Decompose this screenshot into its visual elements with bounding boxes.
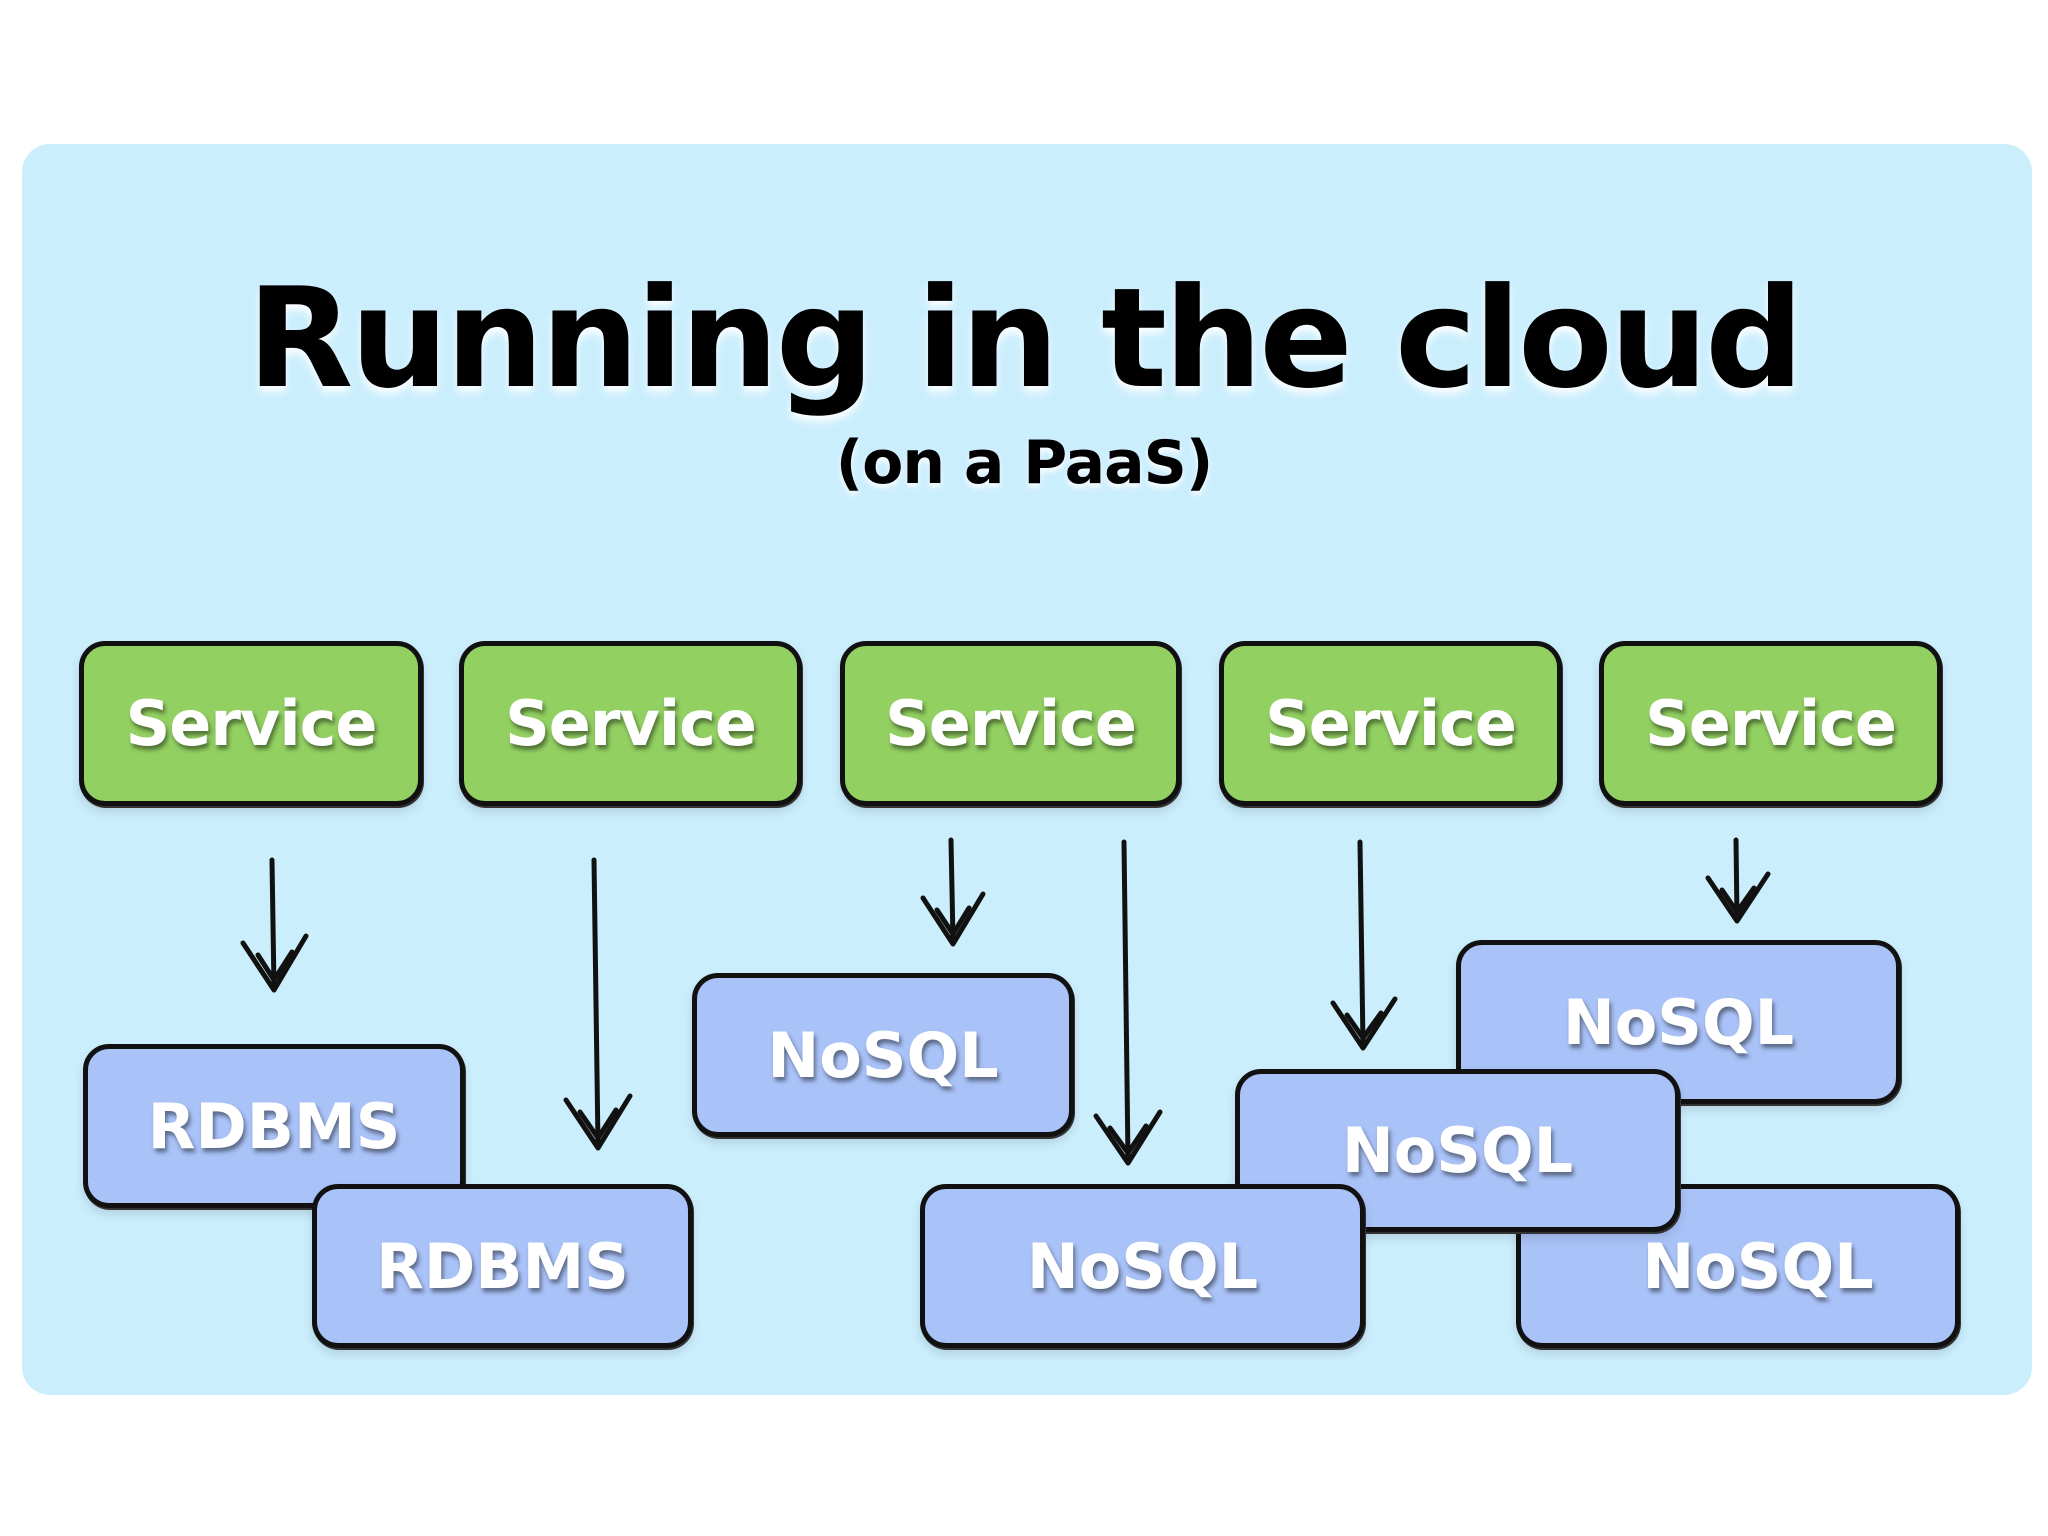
service-box-5: Service (1599, 641, 1942, 806)
database-label: RDBMS (147, 1089, 401, 1163)
service-box-2: Service (459, 641, 802, 806)
database-label: NoSQL (1341, 1114, 1574, 1187)
database-label: NoSQL (1562, 985, 1795, 1059)
database-label: NoSQL (1026, 1229, 1259, 1303)
rdbms-box-1: RDBMS (83, 1044, 465, 1208)
service-box-4: Service (1219, 641, 1562, 806)
service-label: Service (1645, 687, 1897, 760)
slide-subtitle: (on a PaaS) (835, 428, 1214, 498)
nosql-box-bottom-right: NoSQL (1516, 1184, 1960, 1348)
nosql-box-middle: NoSQL (1235, 1069, 1680, 1232)
service-box-1: Service (79, 641, 423, 806)
service-label: Service (885, 687, 1137, 760)
service-label: Service (125, 687, 378, 760)
database-label: RDBMS (376, 1229, 629, 1303)
database-label: NoSQL (767, 1018, 999, 1092)
slide-title: Running in the cloud (247, 258, 1804, 419)
service-box-3: Service (840, 641, 1181, 806)
nosql-box-2: NoSQL (920, 1184, 1365, 1348)
rdbms-box-2: RDBMS (312, 1184, 693, 1348)
database-label: NoSQL (1642, 1229, 1874, 1303)
nosql-box-1: NoSQL (692, 973, 1074, 1137)
service-label: Service (505, 687, 757, 760)
service-label: Service (1265, 687, 1517, 760)
